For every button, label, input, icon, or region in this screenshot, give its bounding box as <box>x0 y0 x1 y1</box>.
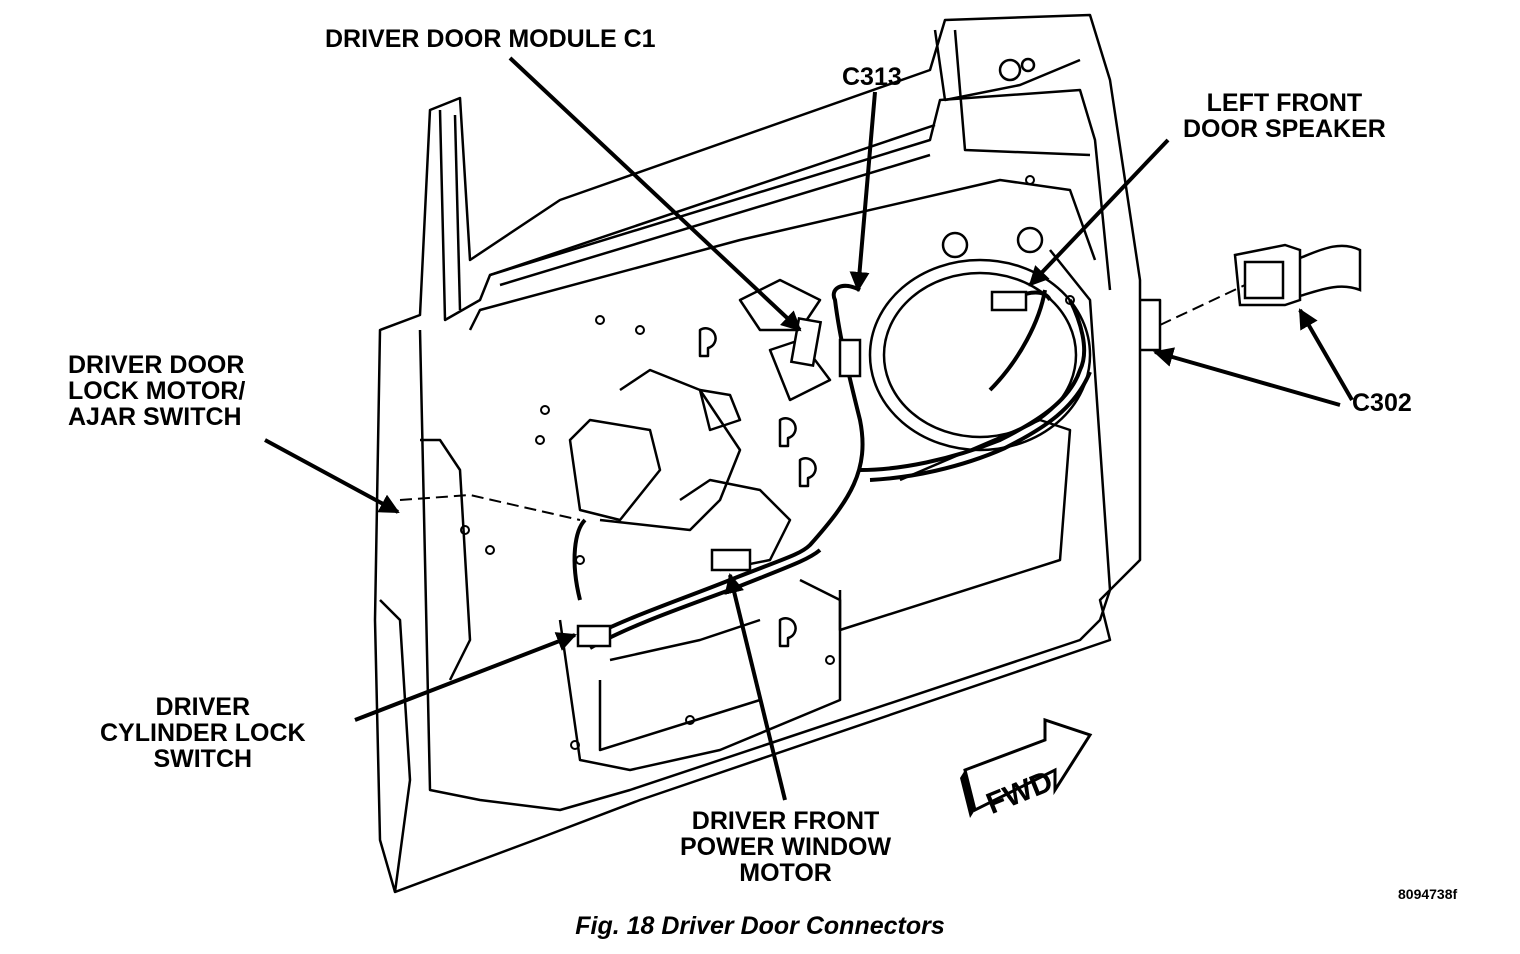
arrow-cylinder-lock <box>354 632 577 722</box>
connector-cylinder-lock <box>576 624 612 648</box>
label-left-front-door-speaker: LEFT FRONT DOOR SPEAKER <box>1183 89 1386 143</box>
label-driver-door-module-c1: DRIVER DOOR MODULE C1 <box>325 25 656 53</box>
arrow-lock-motor <box>264 438 400 514</box>
arrow-c302-lower <box>1153 347 1341 407</box>
connector-speaker <box>990 290 1028 312</box>
wiring-harness <box>572 283 1092 650</box>
label-driver-cylinder-lock-switch: DRIVER CYLINDER LOCK SWITCH <box>100 693 306 773</box>
label-driver-front-power-window-motor: DRIVER FRONT POWER WINDOW MOTOR <box>680 807 892 887</box>
door-outline <box>373 13 1162 894</box>
arrow-window-motor <box>724 573 787 801</box>
label-c313: C313 <box>842 63 902 91</box>
connectors <box>576 243 1362 648</box>
label-c302: C302 <box>1352 389 1412 417</box>
callout-arrows <box>264 56 1354 801</box>
panel-holes <box>460 175 1075 750</box>
arrow-c313 <box>849 91 877 292</box>
fwd-arrow-icon: FWD <box>960 717 1093 821</box>
arrow-door-module-c1 <box>508 56 802 332</box>
reference-code: 8094738f <box>1398 886 1458 902</box>
dashed-lines <box>399 284 1246 521</box>
arrow-c302-upper <box>1298 308 1354 402</box>
connector-c313 <box>838 338 862 378</box>
figure-caption: Fig. 18 Driver Door Connectors <box>575 912 945 940</box>
connector-window-motor <box>710 548 752 572</box>
arrow-speaker <box>1028 138 1170 287</box>
label-driver-door-lock-motor-ajar-switch: DRIVER DOOR LOCK MOTOR/ AJAR SWITCH <box>68 351 246 431</box>
